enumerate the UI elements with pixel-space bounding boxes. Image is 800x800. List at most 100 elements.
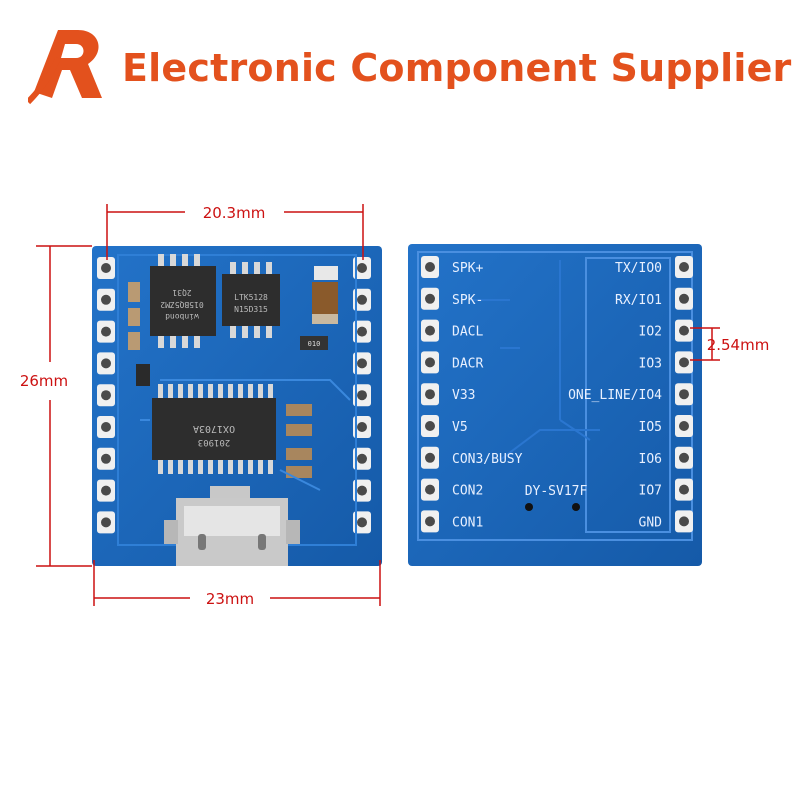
dimension-lines — [36, 204, 720, 606]
chip-pin — [198, 384, 203, 398]
pin-hole — [425, 357, 435, 368]
chip-pin — [218, 460, 223, 474]
pin-hole — [425, 516, 435, 527]
chip-pin — [158, 460, 163, 474]
pin-hole — [101, 358, 111, 369]
pin-hole — [357, 358, 367, 369]
chip-text: ОХ1703А — [193, 423, 235, 434]
pin-hole — [357, 453, 367, 464]
pin-hole — [357, 326, 367, 337]
pin-label-right: ONE_LINE/IO4 — [568, 388, 662, 403]
chip-pin — [178, 460, 183, 474]
chip-pin — [168, 384, 173, 398]
chip-text: N15D315 — [234, 305, 268, 314]
pin-hole — [679, 357, 689, 368]
pin-label-right: TX/IO0 — [615, 261, 662, 276]
pin-hole — [425, 452, 435, 463]
pin-label-left: SPK+ — [452, 261, 483, 276]
pin-hole — [425, 421, 435, 431]
chip-pin — [228, 384, 233, 398]
pin-hole — [101, 517, 111, 528]
chip-text: 015BQ5ZM2 — [160, 300, 204, 309]
pin-hole — [357, 390, 367, 401]
chip-pin — [248, 460, 253, 474]
chip-pin — [188, 384, 193, 398]
pin-label-right: IO6 — [639, 452, 662, 467]
pin-hole — [357, 263, 367, 273]
front-board: 2Q31 015BQ5ZM2 winbond LTK5128 N15D315 0… — [92, 246, 382, 566]
chip-pin — [158, 384, 163, 398]
pin-hole — [357, 517, 367, 528]
pin-label-left: SPK- — [452, 293, 483, 308]
pin-label-right: IO2 — [639, 325, 662, 340]
dimension-pitch: 2.54mm — [707, 336, 770, 354]
usb-connector — [164, 486, 300, 566]
chip-pin — [248, 384, 253, 398]
pin-label-left: CON2 — [452, 484, 483, 499]
chip-pin — [268, 384, 273, 398]
pin-hole — [101, 263, 111, 273]
pin-hole — [679, 484, 689, 495]
pin-label-left: V5 — [452, 420, 468, 435]
pin-hole — [425, 293, 435, 304]
chip-text: winbond — [165, 312, 199, 321]
pin-label-right: GND — [639, 515, 663, 530]
main-chip: ОХ1703А 201903 — [152, 384, 276, 474]
pin-label-right: IO5 — [639, 420, 662, 435]
chip-pin — [228, 460, 233, 474]
page-title: Electronic Component Supplier — [122, 46, 792, 90]
pin-hole — [101, 485, 111, 496]
pin-hole — [679, 293, 689, 304]
pin-label-right: IO7 — [639, 484, 662, 499]
pin-hole — [357, 422, 367, 432]
chip-pin — [178, 384, 183, 398]
pin-label-left: DACR — [452, 356, 483, 371]
pin-label-right: RX/IO1 — [615, 293, 662, 308]
pin-hole — [679, 452, 689, 463]
pin-hole — [679, 516, 689, 527]
chip-pin — [238, 384, 243, 398]
pin-hole — [679, 421, 689, 431]
chip-pin — [268, 460, 273, 474]
pin-hole — [101, 326, 111, 337]
part-label: 010 — [308, 340, 321, 348]
chip-pin — [238, 460, 243, 474]
pin-hole — [101, 453, 111, 464]
pin-label-left: DACL — [452, 325, 483, 340]
pin-hole — [679, 389, 689, 400]
dimension-width-bottom: 23mm — [206, 590, 254, 608]
chip-text: LTK5128 — [234, 293, 268, 302]
chip-pin — [258, 460, 263, 474]
flash-chip: 2Q31 015BQ5ZM2 winbond — [150, 254, 216, 348]
pin-hole — [425, 325, 435, 336]
pin-hole — [357, 485, 367, 496]
chip-pin — [188, 460, 193, 474]
model-label: DY-SV17F — [525, 484, 588, 499]
chip-pin — [208, 384, 213, 398]
dimension-width-top: 20.3mm — [203, 204, 266, 222]
dimension-height: 26mm — [20, 372, 68, 390]
pin-hole — [679, 325, 689, 336]
chip-pin — [218, 384, 223, 398]
chip-pin — [168, 460, 173, 474]
pin-label-left: CON3/BUSY — [452, 452, 523, 467]
pin-label-left: CON1 — [452, 515, 483, 530]
pin-label-left: V33 — [452, 388, 475, 403]
brand-logo-icon — [28, 30, 102, 105]
amplifier-chip: LTK5128 N15D315 — [222, 262, 280, 338]
chip-text: 201903 — [198, 437, 231, 447]
chip-pin — [208, 460, 213, 474]
pin-hole — [101, 390, 111, 401]
pin-hole — [357, 294, 367, 305]
chip-pin — [198, 460, 203, 474]
pin-hole — [101, 294, 111, 305]
pin-hole — [425, 484, 435, 495]
pin-hole — [101, 422, 111, 432]
pin-label-right: IO3 — [639, 356, 662, 371]
chip-pin — [258, 384, 263, 398]
pin-hole — [425, 262, 435, 272]
chip-text: 2Q31 — [172, 288, 191, 297]
pin-hole — [679, 262, 689, 272]
